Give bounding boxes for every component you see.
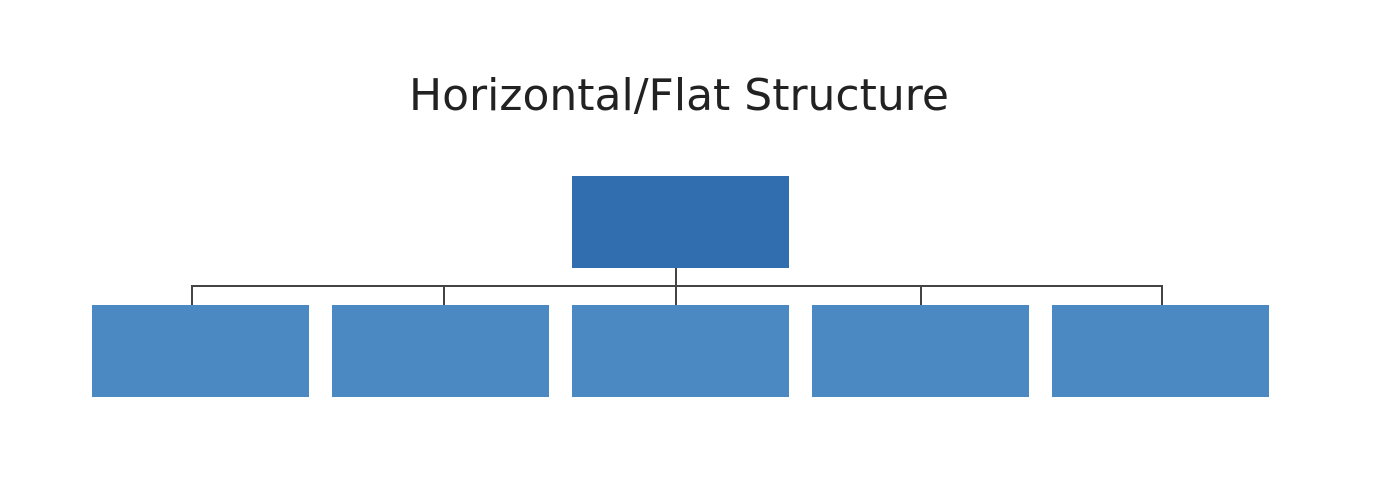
top-node <box>572 176 789 268</box>
diagram-title: Horizontal/Flat Structure <box>409 70 949 121</box>
bottom-node <box>92 305 309 397</box>
bottom-node <box>572 305 789 397</box>
connector-vertical <box>191 285 193 305</box>
bottom-node <box>332 305 549 397</box>
bottom-node <box>1052 305 1269 397</box>
connector-vertical <box>1161 285 1163 305</box>
connector-vertical-top <box>675 268 677 305</box>
connector-horizontal <box>191 285 1163 287</box>
connector-vertical <box>920 285 922 305</box>
bottom-node <box>812 305 1029 397</box>
connector-vertical <box>443 285 445 305</box>
